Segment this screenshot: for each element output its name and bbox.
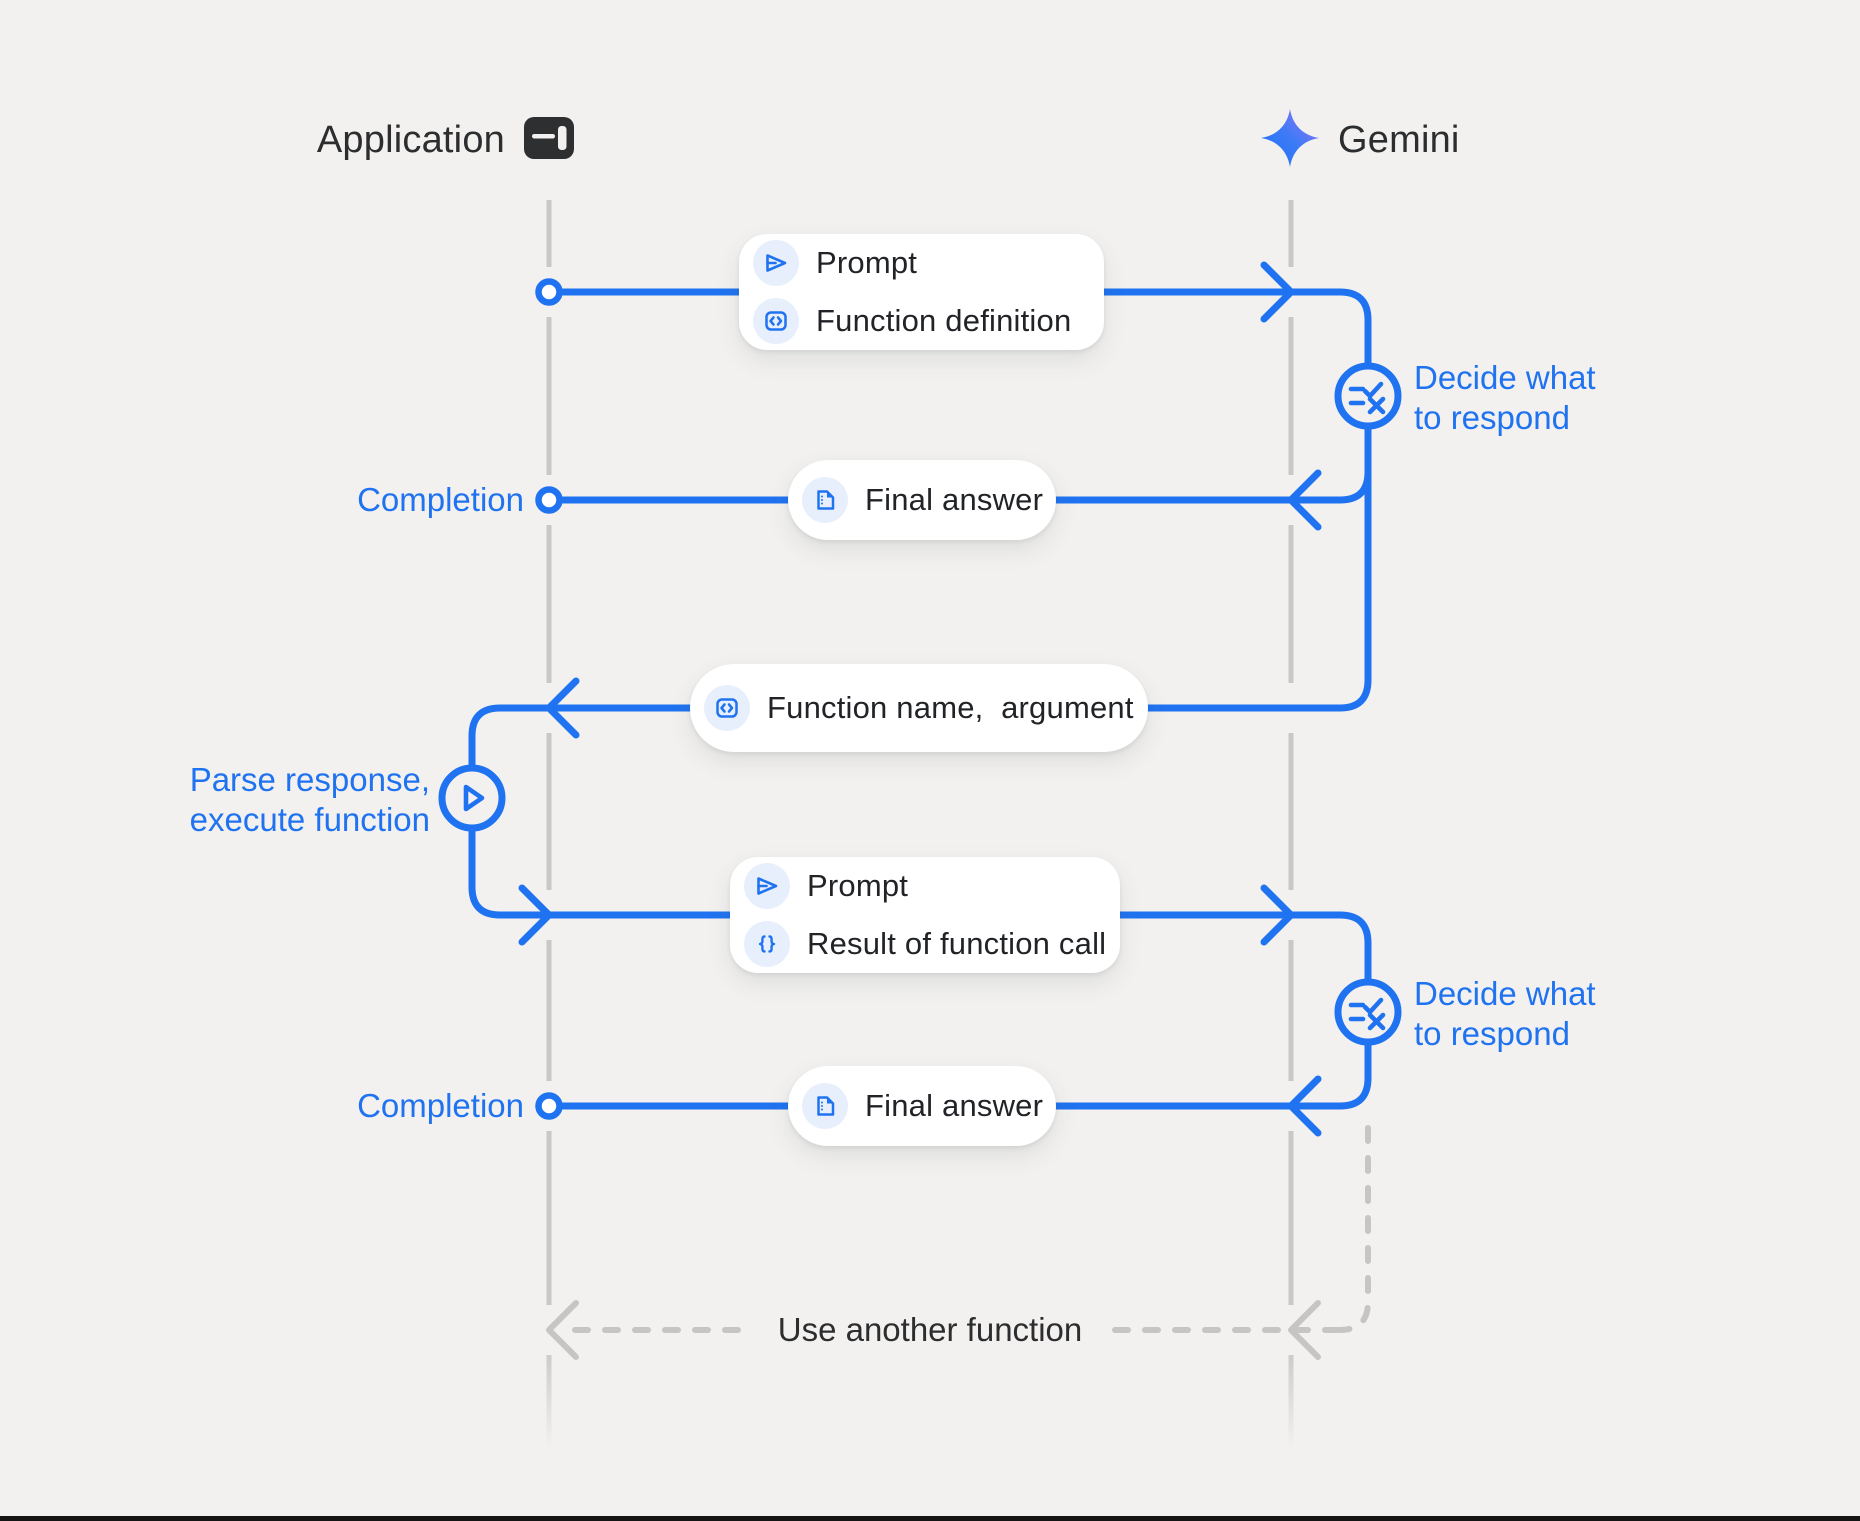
app-window-icon bbox=[524, 117, 574, 159]
bubble-row: Final answer bbox=[802, 477, 1043, 523]
start-circle-prompt-1 bbox=[535, 278, 563, 306]
actor-label-gemini: Gemini bbox=[1338, 119, 1460, 161]
bubble-prompt-function-definition: Prompt Function definition bbox=[739, 234, 1104, 350]
decide-label-2: Decide what to respond bbox=[1414, 974, 1596, 1054]
bubble-row: Prompt bbox=[744, 863, 1092, 909]
bubble-function-name-argument: Function name, argument bbox=[690, 664, 1148, 752]
bubble-prompt-result: Prompt Result of function call bbox=[730, 857, 1120, 973]
play-icon bbox=[463, 784, 485, 812]
completion-label-1: Completion bbox=[357, 481, 524, 518]
decide-label-1: Decide what to respond bbox=[1414, 358, 1596, 438]
bottom-edge-bar bbox=[0, 1516, 1860, 1521]
code-icon bbox=[704, 685, 750, 731]
decide-label-line: Decide what bbox=[1414, 359, 1596, 396]
parse-label-line: execute function bbox=[189, 801, 430, 838]
bubble-label: Result of function call bbox=[807, 926, 1107, 961]
bubble-row: Result of function call bbox=[744, 921, 1106, 967]
parse-execute-label: Parse response, execute function bbox=[160, 760, 430, 840]
bubble-label: Prompt bbox=[816, 245, 918, 280]
decide-node-1 bbox=[1334, 362, 1402, 430]
code-icon bbox=[753, 298, 799, 344]
bubble-label: Prompt bbox=[807, 868, 909, 903]
endpoint-circles bbox=[535, 278, 563, 1120]
completion-circle-2 bbox=[535, 1092, 563, 1120]
braces-icon bbox=[744, 921, 790, 967]
completion-circle-1 bbox=[535, 486, 563, 514]
arrowhead-left-function-call bbox=[545, 677, 580, 739]
arrowhead-right-prompt-2-app bbox=[518, 884, 553, 946]
arrowhead-right-prompt-1 bbox=[1260, 261, 1295, 323]
bubble-label: Function name, argument bbox=[767, 690, 1134, 725]
arrowhead-left-final-2 bbox=[1287, 1075, 1322, 1137]
loop-label: Use another function bbox=[748, 1306, 1112, 1354]
document-icon bbox=[802, 477, 848, 523]
send-icon bbox=[753, 240, 799, 286]
completion-label-2: Completion bbox=[357, 1087, 524, 1124]
bubble-label: Final answer bbox=[865, 482, 1044, 517]
arrowhead-left-loop-gemini bbox=[1288, 1300, 1321, 1360]
decide-label-line: to respond bbox=[1414, 1015, 1570, 1052]
bubble-final-answer-1: Final answer bbox=[788, 460, 1056, 540]
decide-label-line: to respond bbox=[1414, 399, 1570, 436]
dashed-rail bbox=[1337, 1125, 1371, 1333]
gemini-sparkle-icon bbox=[1261, 109, 1319, 167]
decide-label-line: Decide what bbox=[1414, 975, 1596, 1012]
bubble-label: Function definition bbox=[816, 303, 1072, 338]
document-icon bbox=[802, 1083, 848, 1129]
arrow-final-answer-1 bbox=[556, 468, 1372, 504]
bubble-row: Final answer bbox=[802, 1083, 1043, 1129]
arrowhead-left-loop-app bbox=[546, 1300, 579, 1360]
parse-execute-node bbox=[438, 764, 506, 832]
actor-label-application: Application bbox=[316, 119, 505, 161]
bubble-row: Function name, argument bbox=[704, 685, 1133, 731]
arrowhead-left-final-1 bbox=[1287, 469, 1322, 531]
arrowhead-right-prompt-2-gemini bbox=[1260, 884, 1295, 946]
rail-to-decide-1 bbox=[1288, 288, 1372, 370]
rail-to-final-2 bbox=[1336, 1038, 1372, 1110]
parse-label-line: Parse response, bbox=[189, 761, 430, 798]
bubble-label: Final answer bbox=[865, 1088, 1044, 1123]
bubble-final-answer-2: Final answer bbox=[788, 1066, 1056, 1146]
loop-dashed-path bbox=[546, 1125, 1371, 1360]
bubble-row: Function definition bbox=[753, 298, 1076, 344]
bubble-row: Prompt bbox=[753, 240, 1076, 286]
send-icon bbox=[744, 863, 790, 909]
decide-node-2 bbox=[1334, 978, 1402, 1046]
